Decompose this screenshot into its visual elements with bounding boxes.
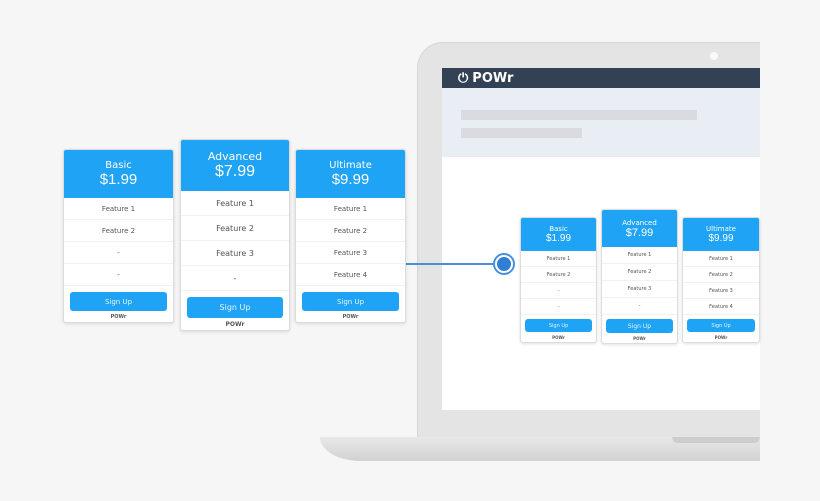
feature-row: Feature 1	[64, 198, 173, 220]
card-header: Ultimate $9.99	[683, 218, 759, 251]
feature-row: Feature 1	[181, 191, 289, 216]
laptop-notch	[672, 437, 760, 443]
plan-name: Ultimate	[329, 160, 372, 171]
feature-row: Feature 3	[683, 283, 759, 299]
plan-price: $7.99	[214, 163, 256, 180]
plan-name: Ultimate	[706, 225, 736, 233]
feature-row: -	[521, 283, 596, 299]
connector-line	[406, 263, 494, 265]
feature-row: Feature 3	[296, 242, 405, 264]
feature-row: Feature 2	[602, 264, 677, 281]
plan-price: $1.99	[99, 171, 138, 188]
card-header: Basic $1.99	[521, 218, 596, 251]
laptop-camera	[710, 52, 718, 60]
powr-logo-icon: ⏻	[458, 70, 469, 86]
navbar: ⏻ POWr	[442, 68, 760, 88]
sign-up-button[interactable]: Sign Up	[70, 292, 167, 311]
feature-row: Feature 2	[683, 267, 759, 283]
plan-name: Basic	[549, 225, 568, 233]
sign-up-button[interactable]: Sign Up	[525, 319, 592, 332]
card-header: Basic $1.99	[64, 150, 173, 198]
plan-price: $9.99	[331, 171, 370, 188]
feature-row: Feature 1	[602, 247, 677, 264]
feature-row: Feature 1	[296, 198, 405, 220]
feature-row: Feature 2	[181, 216, 289, 241]
hero-placeholder	[442, 88, 760, 157]
feature-row: Feature 3	[602, 281, 677, 298]
feature-row: Feature 1	[683, 251, 759, 267]
card-header: Advanced $7.99	[181, 140, 289, 191]
placeholder-bar	[461, 110, 697, 120]
powr-badge[interactable]: POWr	[552, 335, 565, 340]
plan-name: Advanced	[207, 150, 263, 163]
sign-up-button[interactable]: Sign Up	[302, 292, 399, 311]
feature-row: Feature 4	[683, 299, 759, 315]
powr-badge[interactable]: POWr	[633, 336, 646, 341]
card-header: Advanced $7.99	[602, 210, 677, 247]
placeholder-bar	[461, 128, 582, 138]
plan-name: Basic	[105, 160, 132, 171]
powr-badge[interactable]: POWr	[342, 314, 359, 320]
plan-name: Advanced	[622, 218, 657, 227]
brand-name: POWr	[472, 70, 514, 86]
feature-row: Feature 3	[181, 241, 289, 266]
sign-up-button[interactable]: Sign Up	[187, 297, 283, 318]
feature-row: -	[521, 299, 596, 315]
connector-dot	[493, 253, 515, 275]
feature-row: -	[64, 242, 173, 264]
feature-row: Feature 4	[296, 264, 405, 286]
sign-up-button[interactable]: Sign Up	[606, 319, 673, 333]
powr-badge[interactable]: POWr	[225, 321, 245, 328]
plan-price: $1.99	[545, 233, 572, 244]
feature-row: Feature 2	[296, 220, 405, 242]
feature-row: -	[181, 266, 289, 291]
feature-row: -	[602, 298, 677, 315]
plan-price: $9.99	[708, 233, 734, 244]
feature-row: -	[64, 264, 173, 286]
powr-badge[interactable]: POWr	[714, 335, 728, 340]
feature-row: Feature 2	[521, 267, 596, 283]
plan-price: $7.99	[625, 226, 654, 239]
feature-row: Feature 1	[521, 251, 596, 267]
card-header: Ultimate $9.99	[296, 150, 405, 198]
powr-badge[interactable]: POWr	[110, 314, 127, 320]
feature-row: Feature 2	[64, 220, 173, 242]
sign-up-button[interactable]: Sign Up	[687, 319, 755, 332]
